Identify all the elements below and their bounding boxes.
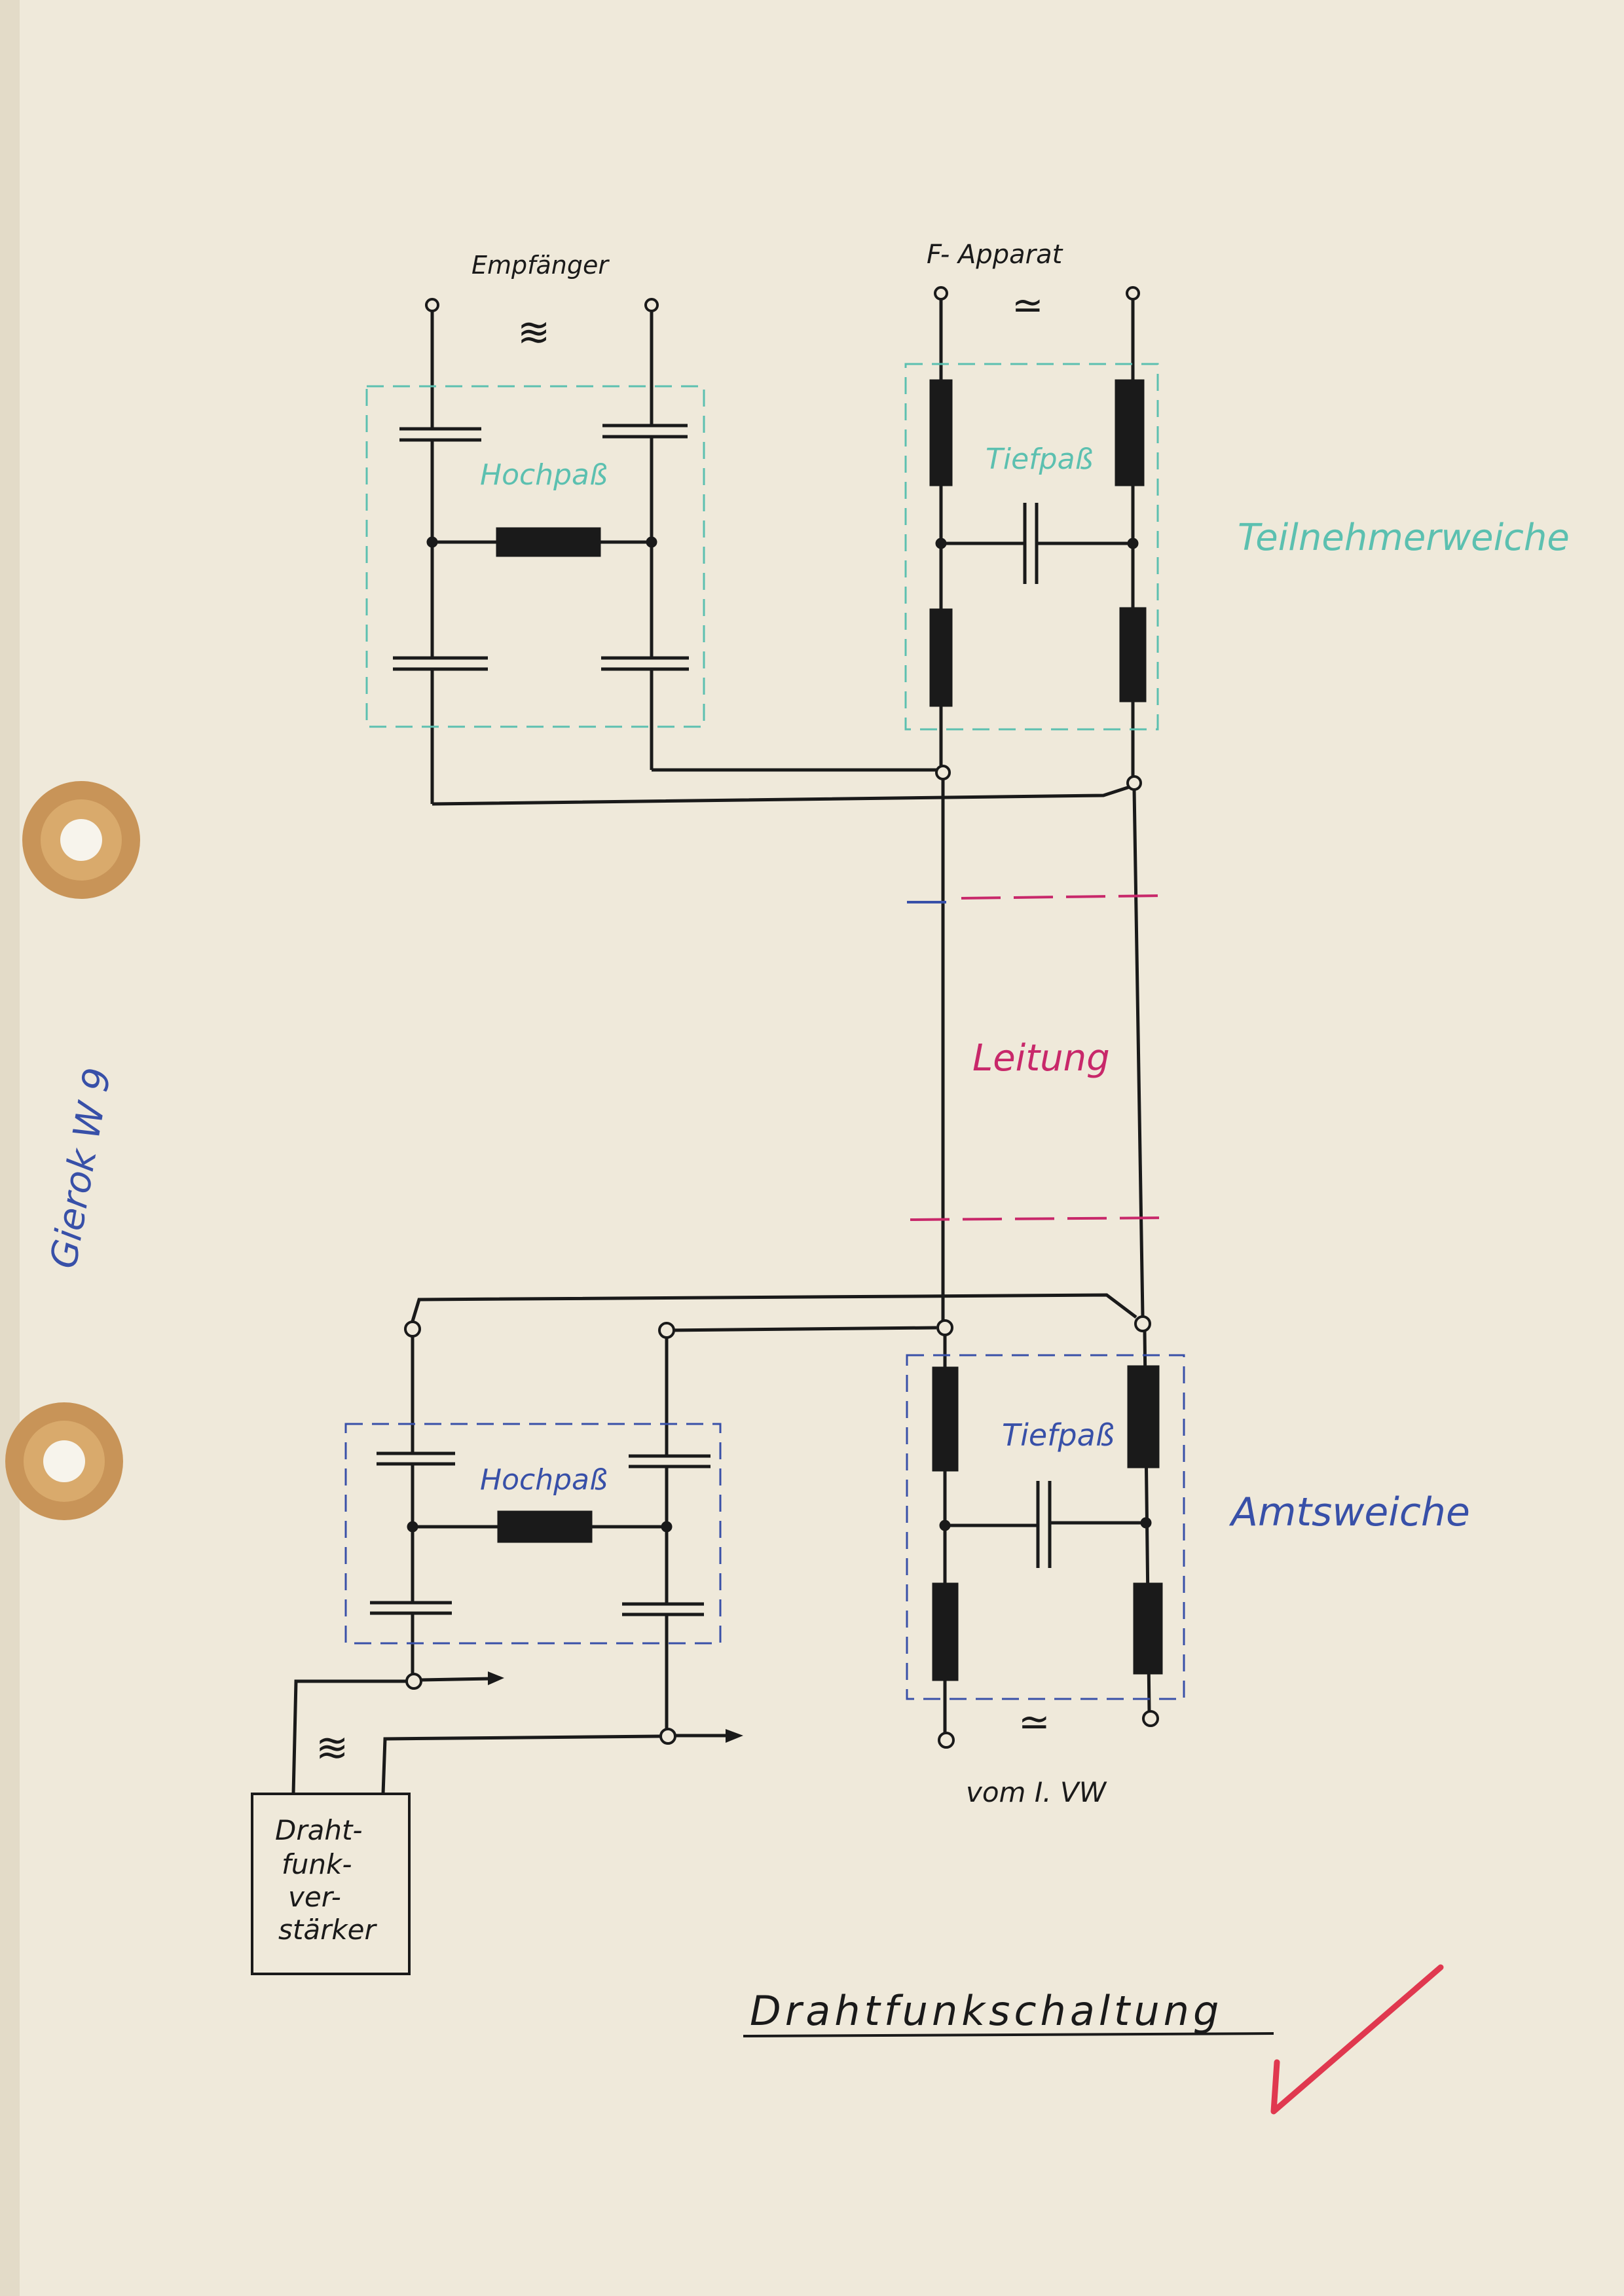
inductor-lp-top-2	[1115, 379, 1145, 486]
terminal-from-vw-right	[1142, 1710, 1159, 1727]
amtsweiche-label: Amtsweiche	[1228, 1489, 1470, 1535]
phone-terminal-right	[1126, 286, 1140, 301]
lowpass-top-box	[904, 363, 1159, 731]
inductor-lp-bottom-4	[1133, 1582, 1163, 1675]
capacitor-lp-top	[1023, 503, 1039, 584]
amplifier-label-line-4: stärker	[278, 1914, 378, 1946]
junction-dot	[935, 538, 947, 549]
teilnehmerweiche-label: Teilnehmerweiche	[1238, 517, 1570, 559]
inductor-lp-top-4	[1119, 607, 1147, 702]
punch-hole-top	[22, 781, 140, 899]
inductor-hp-bottom	[497, 1510, 593, 1543]
capacitor-hp-bottom-2	[629, 1454, 710, 1468]
inductor-lp-top-3	[929, 608, 953, 707]
capacitor-hp-bottom-4	[622, 1602, 704, 1616]
arrow-head-lower	[726, 1729, 743, 1743]
junction-dot	[1140, 1517, 1152, 1529]
punch-hole-bottom	[5, 1402, 123, 1520]
paper-edge-shadow	[0, 0, 20, 2296]
teilnehmerweiche-group	[393, 286, 1147, 806]
node-top-left	[935, 765, 951, 780]
capacitor-hp-top-4	[601, 656, 689, 671]
from-vw-label: vom I. VW	[966, 1776, 1107, 1808]
leitung-wire-right	[1132, 789, 1145, 1317]
junction-dot	[407, 1521, 418, 1533]
lowpass-bottom-label: Tiefpaß	[1002, 1417, 1115, 1453]
node-bottom-lp-left	[936, 1319, 953, 1336]
phone-label: F- Apparat	[927, 240, 1063, 270]
highpass-top-box	[365, 385, 705, 728]
inductor-lp-top-1	[929, 379, 953, 486]
wire-amp-feed-lower	[381, 1734, 661, 1795]
receiver-terminal-right	[644, 298, 659, 312]
arrow-head-upper	[488, 1671, 504, 1685]
junction-dot	[426, 536, 438, 548]
check-mark	[1270, 1964, 1444, 2115]
amplifier-symbol: ≋	[316, 1725, 348, 1771]
amplifier-box	[251, 1793, 411, 1975]
capacitor-hp-top-2	[602, 424, 688, 439]
arrow-out-upper	[420, 1677, 492, 1682]
receiver-terminal-left	[425, 298, 439, 312]
capacitor-hp-bottom-1	[377, 1451, 455, 1466]
capacitor-hp-top-1	[399, 427, 481, 442]
amplifier-label-line-3: ver-	[288, 1881, 341, 1913]
highpass-bottom-box	[344, 1423, 722, 1645]
wire-amp-feed-upper	[291, 1679, 407, 1795]
receiver-label: Empfänger	[471, 251, 610, 280]
wire-hp-left-to-node	[432, 785, 1130, 806]
lowpass-bottom-symbol: ≃	[1018, 1700, 1050, 1744]
capacitor-lp-bottom	[1036, 1481, 1052, 1568]
inductor-hp-top	[496, 527, 601, 557]
amtsweiche-group	[251, 1293, 1163, 1975]
amplifier-label-line-1: Draht-	[275, 1814, 363, 1846]
receiver-symbol: ≋	[517, 310, 550, 355]
phone-symbol: ≃	[1012, 283, 1044, 327]
node-bottom-lp-right	[1134, 1315, 1151, 1332]
junction-dot	[939, 1520, 951, 1531]
diagram-title: Drahtfunkschaltung	[750, 1987, 1223, 2035]
leitung-markers	[907, 894, 1170, 1221]
inductor-lp-bottom-2	[1127, 1365, 1160, 1468]
phone-terminal-left	[934, 286, 948, 301]
line-section	[941, 779, 1145, 1321]
node-hp-out-left	[405, 1673, 422, 1690]
terminal-from-vw-left	[938, 1732, 955, 1749]
lowpass-bottom-box	[906, 1354, 1185, 1700]
highpass-bottom-label: Hochpaß	[480, 1463, 608, 1497]
junction-dot	[1127, 538, 1139, 549]
lowpass-top-label: Tiefpaß	[986, 443, 1093, 476]
amplifier-label-line-2: funk-	[282, 1848, 352, 1880]
leitung-label: Leitung	[972, 1037, 1110, 1080]
node-hp-out-right	[659, 1728, 676, 1745]
wire-feed-lower	[665, 1326, 937, 1332]
capacitor-hp-top-3	[393, 656, 488, 671]
highpass-top-label: Hochpaß	[480, 458, 608, 492]
amplifier-label: Draht- funk- ver- stärker	[275, 1814, 378, 1946]
node-bottom-hp-right	[658, 1322, 675, 1339]
junction-dot	[661, 1521, 673, 1533]
junction-dot	[646, 536, 657, 548]
wire-feed-upper	[411, 1293, 1137, 1322]
leitung-marker-top-right	[961, 894, 1163, 900]
inductor-lp-bottom-3	[932, 1582, 959, 1681]
inductor-lp-bottom-1	[932, 1366, 959, 1472]
leitung-marker-bottom	[910, 1216, 1170, 1221]
node-bottom-hp-left	[404, 1321, 421, 1338]
title-underline	[743, 2032, 1274, 2037]
capacitor-hp-bottom-3	[370, 1601, 452, 1615]
